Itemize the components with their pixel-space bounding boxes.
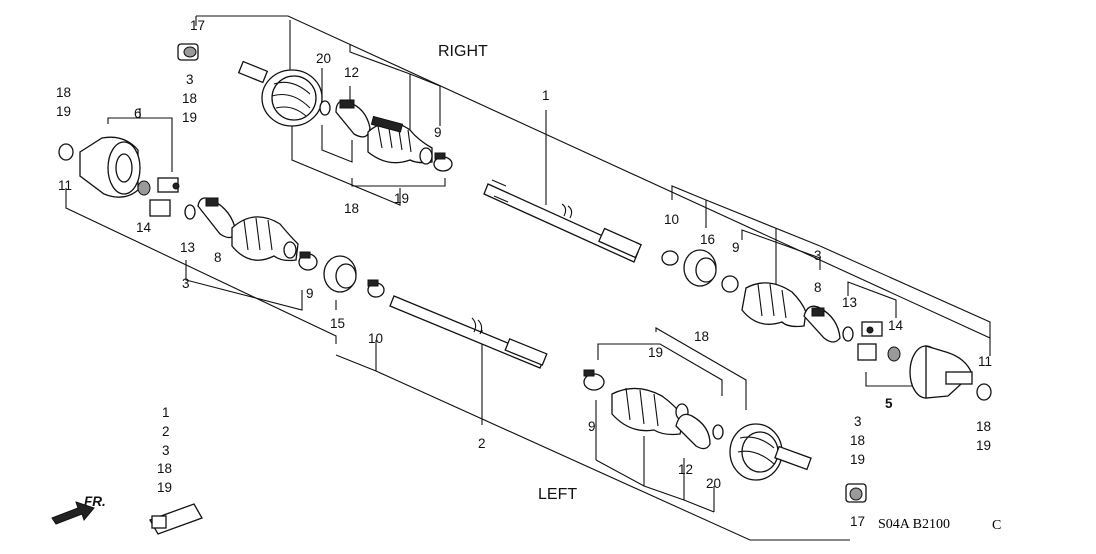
right-circlip-13 — [842, 326, 854, 342]
right-outer-boot — [367, 115, 433, 165]
left-section-label: LEFT — [538, 486, 577, 503]
direction-label: FR. — [84, 494, 106, 509]
callout-17-top: 17 — [190, 18, 205, 33]
right-band-10 — [661, 250, 679, 266]
left-outer-boot — [611, 387, 689, 436]
callout-9-mid: 9 — [732, 240, 740, 255]
kit-callout-1: 1 — [162, 405, 170, 420]
right-snap-ring-11 — [976, 383, 992, 401]
right-dynamic-damper-16 — [683, 249, 717, 287]
left-band-8 — [197, 197, 237, 239]
callout-19-far-right: 19 — [976, 438, 991, 453]
left-dynamic-damper-15 — [323, 255, 357, 293]
kit-callout-3: 3 — [162, 443, 170, 458]
diagram-code: S04A B2100 — [878, 517, 950, 532]
callout-9-left: 9 — [306, 286, 314, 301]
callout-11-right: 11 — [978, 354, 992, 369]
left-band-9 — [298, 251, 318, 271]
callout-10-right: 10 — [664, 212, 679, 227]
left-band-12 — [675, 413, 711, 450]
left-spindle-nut-17 — [845, 483, 867, 503]
callout-18-far-right: 18 — [976, 419, 991, 434]
right-outer-cv-joint — [237, 60, 323, 127]
right-inner-boot — [741, 282, 807, 328]
callout-18-bottom: 18 — [850, 433, 865, 448]
callout-16: 16 — [700, 232, 715, 247]
right-band-9b — [721, 275, 739, 293]
callout-19-bottom: 19 — [850, 452, 865, 467]
callout-14-right: 14 — [888, 318, 904, 333]
callout-3-left: 3 — [182, 276, 190, 291]
callout-6: 6 — [134, 106, 142, 121]
callout-12-left: 12 — [678, 462, 693, 477]
kit-callout-2: 2 — [162, 424, 170, 439]
callout-15: 15 — [330, 316, 345, 331]
callout-19-right: 19 — [394, 191, 409, 206]
callout-14-left: 14 — [136, 220, 152, 235]
callout-17-bottom: 17 — [850, 514, 865, 529]
callout-2: 2 — [478, 436, 486, 451]
callout-8-right: 8 — [814, 280, 822, 295]
callout-13-left: 13 — [180, 240, 195, 255]
callout-19-left-bottom: 19 — [648, 345, 663, 360]
left-snap-ring-11 — [58, 143, 74, 161]
left-spider-6 — [137, 177, 180, 217]
callout-13-right: 13 — [842, 295, 857, 310]
callout-3-bottom: 3 — [854, 414, 862, 429]
left-band-10 — [367, 279, 385, 298]
right-spider-5 — [857, 321, 901, 362]
callout-5: 5 — [885, 396, 893, 411]
callout-19-top: 19 — [182, 110, 197, 125]
left-inner-joint-housing — [79, 136, 141, 198]
callout-9-left-bottom: 9 — [588, 419, 596, 434]
left-inner-boot — [231, 216, 299, 262]
callout-3-top: 3 — [186, 72, 194, 87]
left-half-shaft — [389, 295, 548, 369]
kit-callout-18: 18 — [157, 461, 172, 476]
right-circlip-20 — [319, 100, 331, 116]
callout-18-top: 18 — [182, 91, 197, 106]
right-band-9 — [433, 152, 453, 172]
callout-18-right: 18 — [344, 201, 359, 216]
grease-tube-icon — [149, 503, 203, 535]
right-spindle-nut-17 — [177, 43, 199, 61]
callout-9-right: 9 — [434, 125, 442, 140]
callout-19-left: 19 — [56, 104, 71, 119]
right-inner-joint-housing — [909, 345, 973, 399]
left-band-9b — [583, 369, 605, 391]
callout-11-left: 11 — [58, 178, 72, 193]
callout-18-left-bottom: 18 — [694, 329, 709, 344]
left-circlip-13 — [184, 204, 196, 220]
leader-lines — [65, 15, 991, 541]
right-band-12 — [335, 99, 371, 138]
callout-20-left: 20 — [706, 476, 721, 491]
callout-8-left: 8 — [214, 250, 222, 265]
callout-18-left: 18 — [56, 85, 71, 100]
callout-10-left: 10 — [368, 331, 383, 346]
diagram-code-suffix: C — [992, 518, 1001, 533]
left-outer-cv-joint — [729, 423, 812, 481]
left-circlip-20 — [712, 424, 724, 440]
kit-callout-19: 19 — [157, 480, 172, 495]
right-section-label: RIGHT — [438, 43, 488, 60]
callout-12-right: 12 — [344, 65, 359, 80]
direction-arrow-icon — [51, 501, 95, 525]
right-half-shaft — [483, 179, 642, 263]
callout-1: 1 — [542, 88, 550, 103]
right-band-8 — [803, 305, 841, 343]
callout-20-right: 20 — [316, 51, 331, 66]
callout-3-right: 3 — [814, 248, 822, 263]
